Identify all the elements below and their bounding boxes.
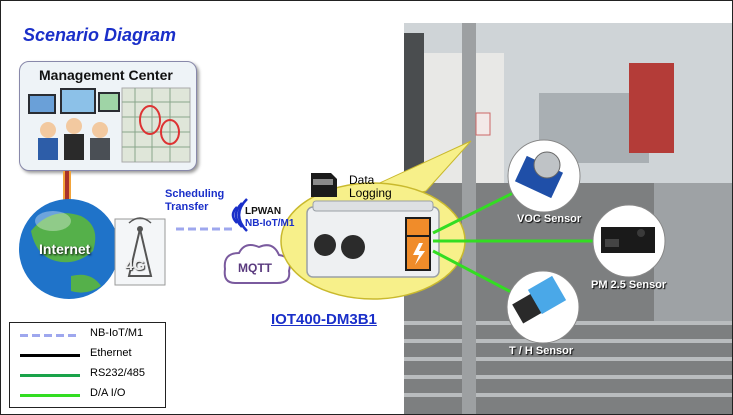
legend-item: D/A I/O	[10, 387, 165, 403]
th-sensor-label: T / H Sensor	[509, 345, 574, 357]
4g-label: 4G	[125, 257, 146, 274]
legend: NB-IoT/M1 Ethernet RS232/485 D/A I/O	[9, 322, 166, 408]
pm25-sensor	[592, 204, 666, 278]
management-center-label: Management Center	[39, 67, 173, 83]
data-label: Data	[349, 173, 375, 187]
legend-item: Ethernet	[10, 347, 165, 363]
legend-swatch	[20, 394, 80, 397]
ethernet-link-core	[65, 171, 69, 211]
management-center-box	[19, 61, 197, 171]
th-link	[432, 249, 514, 295]
legend-item: NB-IoT/M1	[10, 327, 165, 343]
lpwan-label: LPWAN	[245, 206, 282, 217]
management-center-graphic	[28, 87, 191, 163]
internet-label: Internet	[39, 241, 91, 257]
nbiot-label: NB-IoT/M1	[245, 218, 295, 229]
iot-device	[306, 200, 440, 278]
legend-label: Ethernet	[90, 347, 132, 359]
sd-card-icon	[311, 173, 337, 197]
scheduling-label: Scheduling	[165, 188, 225, 200]
wireless-wave-icon	[231, 198, 248, 232]
internet-globe	[19, 199, 119, 299]
th-sensor	[506, 270, 580, 344]
legend-swatch	[20, 334, 80, 337]
transfer-label: Transfer	[165, 201, 209, 213]
device-model-label: IOT400-DM3B1	[271, 311, 377, 328]
mqtt-cloud-icon	[223, 244, 291, 284]
voc-sensor	[507, 139, 581, 213]
logging-label: Logging	[349, 186, 392, 200]
legend-label: D/A I/O	[90, 387, 126, 399]
legend-label: NB-IoT/M1	[90, 327, 144, 339]
voc-link	[432, 187, 522, 235]
diagram-title: Scenario Diagram	[23, 25, 177, 45]
legend-swatch	[20, 374, 80, 377]
legend-swatch	[20, 354, 80, 357]
legend-item: RS232/485	[10, 367, 165, 383]
voc-sensor-label: VOC Sensor	[517, 213, 582, 225]
4g-tower-icon	[114, 217, 166, 286]
mqtt-label: MQTT	[238, 261, 272, 275]
legend-label: RS232/485	[90, 367, 146, 379]
pm25-sensor-label: PM 2.5 Sensor	[591, 279, 667, 291]
